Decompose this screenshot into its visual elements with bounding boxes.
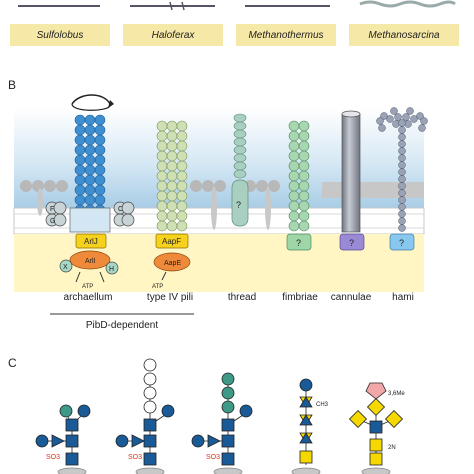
label-cannulae: cannulae <box>330 292 372 303</box>
arlj-box <box>75 233 107 249</box>
so3-label-3: SO3 <box>206 454 220 461</box>
label-archaellum: archaellum <box>63 292 113 303</box>
panel-c-glycans: SO3 SO3 SO3 <box>35 358 405 474</box>
glycan-1 <box>35 404 91 474</box>
fimbriae-filament <box>288 120 310 232</box>
organism-label-sulfolobus: Sulfolobus <box>36 30 84 41</box>
hami-filament <box>376 107 428 232</box>
label-hami: hami <box>392 292 414 303</box>
glycan-2 <box>115 358 175 474</box>
protein-h-circle <box>105 261 119 275</box>
organism-label-haloferax: Haloferax <box>151 30 195 41</box>
label-pibd-dependent: PibD-dependent <box>85 320 159 331</box>
methyl-label: 3,6Me <box>388 391 405 397</box>
organism-box-methanothermus <box>236 24 336 46</box>
cannulae-unknown-label: ? <box>349 238 354 248</box>
organism-box-methanosarcina <box>349 24 459 46</box>
s-layer-left <box>20 180 68 216</box>
aape-ring <box>153 252 191 272</box>
cannula-opening <box>341 110 361 118</box>
cannulae-anchor <box>339 233 365 251</box>
so3-label-1: SO3 <box>46 454 60 461</box>
panel-c-letter: C <box>8 356 17 370</box>
panel-b-diagram: F G C ArlJ ArlI X H ATP AapF AapE ATP ? <box>13 94 428 315</box>
protein-h-label: H <box>109 266 114 273</box>
protein-x-circle <box>59 259 73 273</box>
rotation-arrow-icon <box>71 94 111 105</box>
arlj-label: ArlJ <box>84 237 98 246</box>
protein-c-label: C <box>118 206 123 213</box>
glycan-3 <box>191 372 253 474</box>
glycan-5 <box>348 382 404 474</box>
aapf-box <box>155 233 189 249</box>
fimbriae-unknown-label: ? <box>296 238 301 248</box>
organism-box-sulfolobus <box>10 24 110 46</box>
thread-filament <box>233 113 247 179</box>
organism-cell-edges <box>18 0 456 11</box>
s-layer-band-right <box>322 182 424 198</box>
organism-label-methanosarcina: Methanosarcina <box>368 30 440 41</box>
so3-label-2: SO3 <box>128 454 142 461</box>
label-type-iv-pili: type IV pili <box>146 292 194 303</box>
organism-label-methanothermus: Methanothermus <box>248 30 324 41</box>
atp-label-pili: ATP <box>152 284 163 290</box>
ch3-label: CH3 <box>316 402 329 408</box>
thread-unknown-label: ? <box>236 200 241 210</box>
hami-unknown-label: ? <box>399 238 404 248</box>
archaellum-side-proteins <box>45 201 135 227</box>
hami-anchor <box>389 233 415 251</box>
arli-label: ArlI <box>85 258 96 265</box>
glycan-4 <box>291 378 321 474</box>
protein-f-label: F <box>50 206 54 213</box>
aape-label: AapE <box>164 260 181 267</box>
thread-anchor <box>231 179 249 227</box>
two-n-label: 2N <box>388 445 396 451</box>
cannula-tube <box>341 113 361 233</box>
arli-ring <box>69 250 111 270</box>
protein-g-label: G <box>50 218 55 225</box>
archaellum-membrane-pore <box>69 207 111 233</box>
label-thread: thread <box>227 292 257 303</box>
panel-b-letter: B <box>8 78 17 92</box>
s-layer-middle <box>190 180 280 230</box>
type-iv-pili-filament <box>156 120 188 232</box>
organism-box-haloferax <box>123 24 223 46</box>
panel-a: Sulfolobus Haloferax Methanothermus Meth… <box>0 0 474 70</box>
label-fimbriae: fimbriae <box>282 292 318 303</box>
fimbriae-anchor <box>286 233 312 251</box>
atp-label-archaellum: ATP <box>82 284 93 290</box>
protein-x-label: X <box>63 264 68 271</box>
aapf-label: AapF <box>162 237 181 246</box>
